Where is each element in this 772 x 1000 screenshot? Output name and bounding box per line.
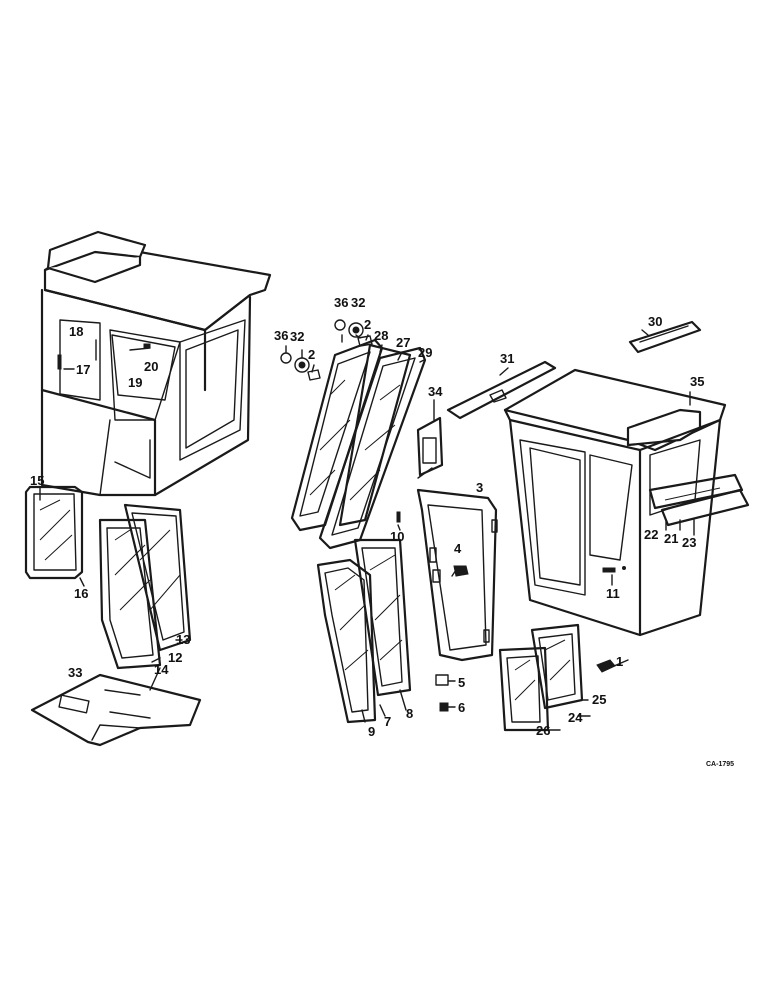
door-3 <box>416 488 498 662</box>
callout-20: 20 <box>144 359 158 374</box>
callout-21: 21 <box>664 531 678 546</box>
callout-27: 27 <box>396 335 410 350</box>
floor-mat-33 <box>30 673 202 747</box>
callout-36b: 36 <box>274 328 288 343</box>
callout-24: 24 <box>568 710 583 725</box>
bracket-1 <box>596 659 616 673</box>
side-glass-21-22-23 <box>648 473 750 527</box>
callout-16: 16 <box>74 586 88 601</box>
callout-8: 8 <box>406 706 413 721</box>
callout-1: 1 <box>616 654 623 669</box>
callout-18: 18 <box>69 324 83 339</box>
callout-26: 26 <box>536 723 550 738</box>
callout-30: 30 <box>648 314 662 329</box>
callout-3: 3 <box>476 480 483 495</box>
callout-22: 22 <box>644 527 658 542</box>
callout-9: 9 <box>368 724 375 739</box>
callout-13: 13 <box>176 632 190 647</box>
callout-7: 7 <box>384 714 391 729</box>
callout-29: 29 <box>418 345 432 360</box>
callout-2b: 2 <box>308 347 315 362</box>
callout-5: 5 <box>458 675 465 690</box>
callout-12: 12 <box>168 650 182 665</box>
callout-32b: 32 <box>290 329 304 344</box>
callout-4: 4 <box>454 541 462 556</box>
right-cab-assembly <box>503 368 727 637</box>
callout-2: 2 <box>364 317 371 332</box>
callout-31: 31 <box>500 351 514 366</box>
callout-14: 14 <box>154 662 169 677</box>
door-glass-7-8-9 <box>316 538 412 724</box>
callout-34: 34 <box>428 384 443 399</box>
latch-10 <box>396 511 401 523</box>
callout-28: 28 <box>374 328 388 343</box>
callout-10: 10 <box>390 529 404 544</box>
callout-25: 25 <box>592 692 606 707</box>
callout-36: 36 <box>334 295 348 310</box>
hinge-parts <box>280 319 373 381</box>
door-glass-12-13-14 <box>98 503 192 670</box>
visor-31 <box>446 360 557 420</box>
headliner-30 <box>628 320 702 354</box>
callout-15: 15 <box>30 473 44 488</box>
callout-11: 11 <box>606 586 620 601</box>
callout-23: 23 <box>682 535 696 550</box>
left-cab-assembly <box>40 230 272 497</box>
callout-6: 6 <box>458 700 465 715</box>
rear-window-15 <box>24 485 84 580</box>
callout-17: 17 <box>76 362 90 377</box>
leader-lines <box>39 329 695 731</box>
hardware-5-6 <box>435 674 449 712</box>
callout-35: 35 <box>690 374 704 389</box>
callout-33: 33 <box>68 665 82 680</box>
drawing-code: CA-1795 <box>706 761 734 768</box>
callout-labels: 1 2 2 3 4 5 6 7 8 9 10 11 12 13 14 15 16… <box>30 295 734 768</box>
callout-32: 32 <box>351 295 365 310</box>
callout-19: 19 <box>128 375 142 390</box>
bracket-34 <box>416 399 444 477</box>
